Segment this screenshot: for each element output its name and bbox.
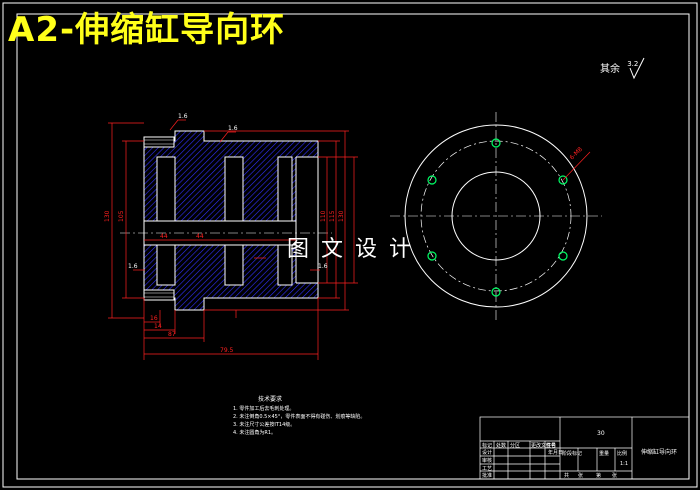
drawing-title: A2-伸缩缸导向环 bbox=[8, 10, 286, 50]
tb-row-review: 审核 bbox=[482, 458, 493, 464]
tb-ratio-label: 比例 bbox=[617, 451, 628, 457]
rough-label-c: 1.6 bbox=[128, 263, 138, 270]
tech-requirement-item: 3. 未注尺寸公差按IT14级。 bbox=[233, 422, 296, 428]
front-view bbox=[390, 112, 602, 320]
tb-sheet-unit2: 张 bbox=[612, 473, 618, 479]
tb-sheet-total: 共 bbox=[564, 473, 570, 479]
tech-requirements-title: 技术要求 bbox=[258, 396, 283, 403]
tb-sheet-index: 第 bbox=[596, 473, 602, 479]
tb-sheet-unit1: 张 bbox=[578, 473, 584, 479]
tb-row-design: 设计 bbox=[482, 450, 493, 456]
rough-label-b: 1.6 bbox=[228, 125, 238, 132]
tech-requirement-item: 1. 零件加工后去毛刺处理。 bbox=[233, 406, 295, 412]
dim-width-total: 79.5 bbox=[220, 347, 234, 354]
dim-d-right3: 130 bbox=[338, 210, 345, 222]
tb-label-mark: 标记 bbox=[482, 443, 493, 449]
dim-len-87: 87 bbox=[168, 331, 176, 338]
title-block-number: 30 bbox=[597, 430, 605, 437]
title-block-grid bbox=[479, 416, 690, 480]
dimension-lines bbox=[108, 119, 358, 360]
dim-len-14: 14 bbox=[154, 323, 162, 330]
tb-row-process: 工艺 bbox=[482, 466, 493, 472]
tech-requirements-list: 1. 零件加工后去毛刺处理。 2. 未注倒角0.5×45°，零件表面不得有碰伤、… bbox=[233, 405, 365, 437]
tb-label-zone: 分区 bbox=[510, 443, 521, 449]
drawing-frame bbox=[16, 13, 690, 480]
roughness-note: 其余 3.2 bbox=[600, 60, 638, 75]
tb-stage-label: 阶段标记 bbox=[562, 451, 583, 457]
rough-label-d: 1.6 bbox=[318, 263, 328, 270]
tb-label-sign: 签名 bbox=[546, 443, 557, 449]
roughness-note-value: 3.2 bbox=[627, 60, 639, 68]
holes-note: 6-M8 bbox=[568, 146, 584, 162]
tb-label-change: 更改文件号 bbox=[531, 443, 557, 449]
tb-label-count: 处数 bbox=[496, 443, 507, 449]
title-block-scale: 1:1 bbox=[620, 461, 629, 467]
section-view bbox=[120, 130, 332, 311]
tech-requirement-item: 4. 未注圆角为R1。 bbox=[233, 430, 277, 436]
dim-d-left: 105 bbox=[118, 210, 125, 222]
dim-d-outer: 130 bbox=[104, 210, 111, 222]
dim-d-right1: 110 bbox=[320, 210, 327, 222]
tech-requirement-item: 2. 未注倒角0.5×45°，零件表面不得有碰伤、划痕等缺陷。 bbox=[233, 414, 366, 420]
tb-weight-label: 重量 bbox=[599, 451, 610, 457]
dim-len-16: 16 bbox=[150, 315, 158, 322]
tb-row-approve: 批准 bbox=[482, 473, 493, 479]
tb-label-date: 年月日 bbox=[548, 450, 564, 456]
rough-label-a: 1.6 bbox=[178, 113, 188, 120]
title-block-part-name: 伸缩缸导向环 bbox=[641, 449, 678, 456]
roughness-note-label: 其余 bbox=[600, 64, 620, 75]
dim-len-44b: 44 bbox=[160, 233, 168, 240]
dim-len-44: 44 bbox=[196, 233, 204, 240]
roughness-symbol bbox=[629, 57, 645, 80]
watermark: 图文设计 bbox=[287, 237, 424, 262]
dim-d-right2: 115 bbox=[329, 210, 336, 222]
